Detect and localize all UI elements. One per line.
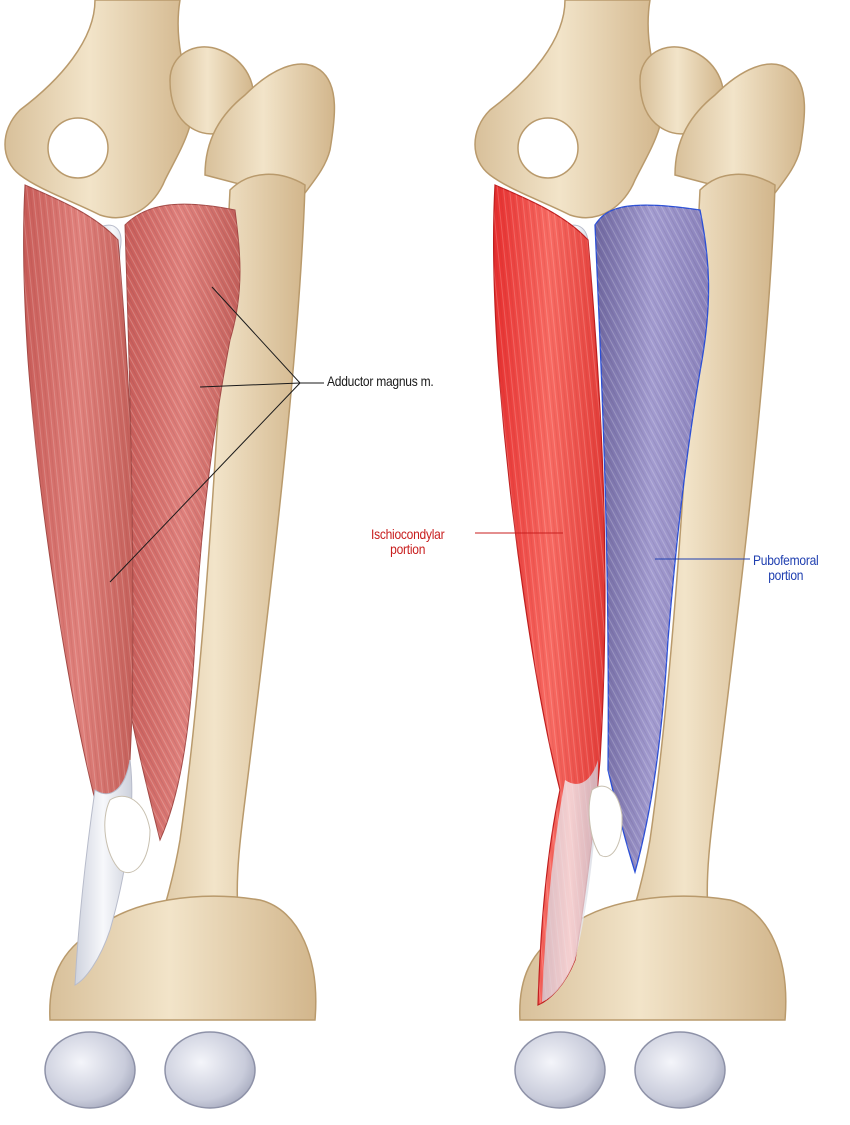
- greater-trochanter-right: [674, 63, 806, 201]
- obturator-foramen: [47, 117, 109, 179]
- ischiocondylar-portion-label: Ischiocondylar portion: [371, 526, 445, 557]
- lateral-condyle-right: [634, 1031, 726, 1109]
- pelvis-bone: [4, 0, 194, 219]
- adductor-hiatus: [104, 795, 151, 873]
- right-thigh-illustration: [474, 0, 806, 1109]
- greater-trochanter: [204, 63, 336, 201]
- ischiocondylar-tendon: [542, 760, 598, 1002]
- adductor-hiatus-right: [588, 785, 623, 857]
- pubofemoral-label-line2: portion: [768, 567, 804, 583]
- pelvis-bone-right: [474, 0, 664, 219]
- obturator-foramen-right: [517, 117, 579, 179]
- ischiocondylar-label-line1: Ischiocondylar: [371, 526, 445, 542]
- distal-femur: [49, 895, 317, 1021]
- distal-femur-right: [519, 895, 787, 1021]
- ischiocondylar-label-line2: portion: [390, 541, 426, 557]
- left-thigh-illustration: [4, 0, 336, 1109]
- pubofemoral-portion-label: Pubofemoral portion: [753, 552, 819, 583]
- pubofemoral-label-line1: Pubofemoral: [753, 552, 819, 568]
- leader-lines-adductor: [109, 286, 324, 583]
- adductor-magnus-label: Adductor magnus m.: [327, 373, 434, 389]
- medial-condyle-right: [514, 1031, 606, 1109]
- medial-condyle: [44, 1031, 136, 1109]
- lateral-condyle: [164, 1031, 256, 1109]
